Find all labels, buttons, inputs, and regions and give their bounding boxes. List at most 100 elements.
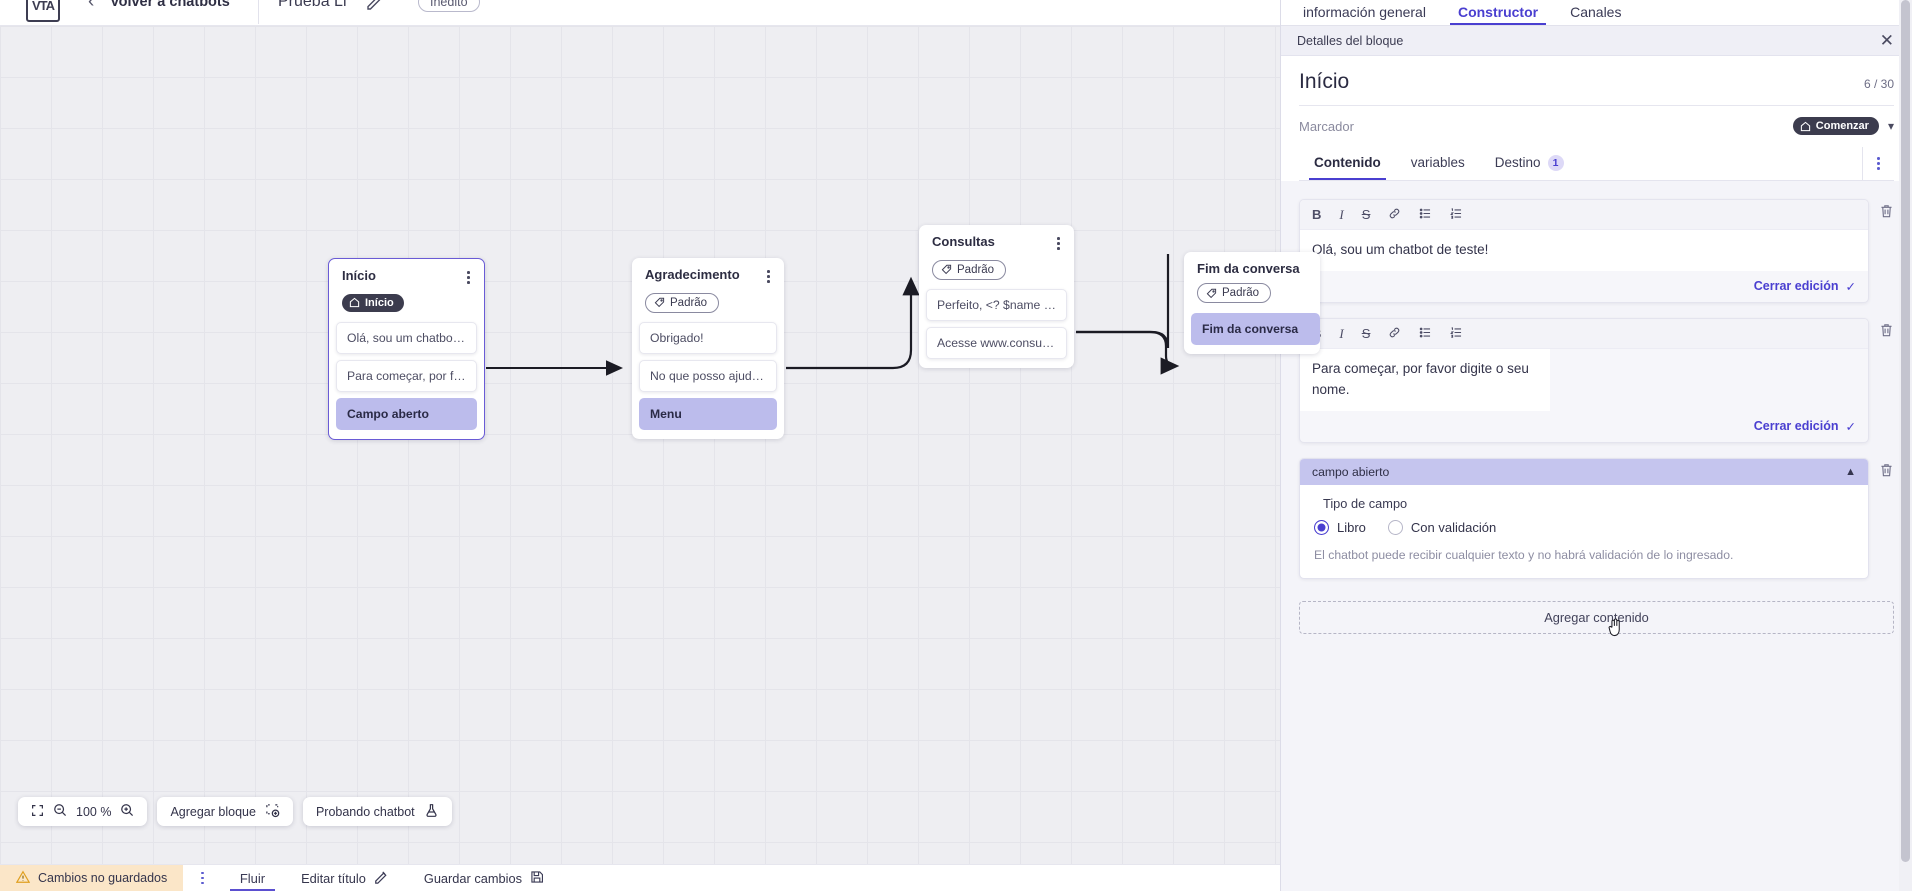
node-badge-default: Padrão <box>1197 283 1272 303</box>
save-changes-button[interactable]: Guardar cambios <box>406 870 562 887</box>
tab-canales[interactable]: Canales <box>1570 4 1622 20</box>
close-icon[interactable]: ✕ <box>1879 31 1894 50</box>
rich-text-editor[interactable]: B I S <box>1299 317 1869 443</box>
check-icon[interactable]: ✓ <box>1845 419 1856 434</box>
zoom-in-icon[interactable] <box>120 803 134 820</box>
link-icon[interactable] <box>1388 207 1401 222</box>
bullet-list-icon[interactable] <box>1419 326 1432 341</box>
test-chatbot-button[interactable]: Probando chatbot <box>302 797 452 826</box>
fit-screen-icon[interactable] <box>31 804 44 820</box>
field-help-text: El chatbot puede recibir cualquier texto… <box>1314 547 1734 562</box>
open-field-label: campo abierto <box>1312 464 1390 479</box>
node-item-message[interactable]: Perfeito, <? $name ?>! <box>926 289 1067 322</box>
strikethrough-icon[interactable]: S <box>1361 207 1371 223</box>
tab-constructor[interactable]: Constructor <box>1444 4 1552 25</box>
close-edit-link[interactable]: Cerrar edición <box>1753 419 1839 434</box>
node-menu-kebab-icon[interactable] <box>765 267 772 286</box>
edit-title-pencil-icon[interactable] <box>366 0 382 15</box>
rich-text-editor[interactable]: B I S <box>1299 199 1869 303</box>
node-item-action[interactable]: Fim da conversa <box>1191 312 1320 345</box>
node-item-action[interactable]: Menu <box>639 398 777 431</box>
delete-block-icon[interactable] <box>1879 199 1894 223</box>
marker-value-pill[interactable]: Comenzar <box>1792 117 1879 135</box>
marker-control[interactable]: Comenzar ▾ <box>1792 117 1894 135</box>
check-icon[interactable]: ✓ <box>1845 279 1856 294</box>
divider <box>1299 105 1894 106</box>
close-edit-link[interactable]: Cerrar edición <box>1753 279 1839 294</box>
node-header: Consultas <box>919 234 1074 253</box>
zoom-controls[interactable]: 100 % <box>18 797 148 826</box>
node-title: Fim da conversa <box>1197 261 1300 276</box>
radio-option-libro[interactable]: Libro <box>1314 519 1366 535</box>
tag-icon <box>654 298 665 308</box>
zoom-out-icon[interactable] <box>53 803 67 820</box>
delete-block-icon[interactable] <box>1879 318 1894 342</box>
tab-destino[interactable]: Destino 1 <box>1480 148 1579 180</box>
node-title: Agradecimento <box>645 267 740 282</box>
edit-title-button[interactable]: Editar título <box>283 870 406 887</box>
editor-text[interactable]: Para começar, por favor digite o seu nom… <box>1300 348 1550 411</box>
panel-subtitle: Detalles del bloque <box>1297 33 1404 48</box>
panel-scrollbar[interactable] <box>1899 0 1912 891</box>
radio-option-con-validacion[interactable]: Con validación <box>1387 519 1496 535</box>
numbered-list-icon[interactable] <box>1450 326 1463 341</box>
numbered-list-icon[interactable] <box>1450 207 1463 222</box>
node-menu-kebab-icon[interactable] <box>1055 234 1062 253</box>
delete-field-icon[interactable] <box>1879 458 1894 482</box>
status-kebab-icon[interactable] <box>183 871 222 885</box>
italic-icon[interactable]: I <box>1339 325 1344 341</box>
node-item-action[interactable]: Campo aberto <box>336 398 477 431</box>
node-item-message[interactable]: Para começar, por favor digite o ... <box>336 360 477 393</box>
node-item-list: Obrigado! No que posso ajudar, <? $name … <box>632 322 784 431</box>
flow-node-fim-da-conversa[interactable]: Fim da conversa Padrão Fim da conversa <box>1184 252 1320 354</box>
home-icon <box>349 297 360 308</box>
back-chevron-icon[interactable]: ‹ <box>88 0 95 12</box>
node-item-message[interactable]: Olá, sou um chatbot de teste! <box>336 322 477 355</box>
scrollbar-thumb[interactable] <box>1901 0 1910 862</box>
radio-indicator[interactable] <box>1387 519 1403 535</box>
bullet-list-icon[interactable] <box>1419 207 1432 222</box>
link-icon[interactable] <box>1388 326 1401 341</box>
node-item-message[interactable]: No que posso ajudar, <? $name ... <box>639 360 777 393</box>
open-field-header[interactable]: campo abierto ▲ <box>1300 458 1868 485</box>
unsaved-changes-indicator: Cambios no guardados <box>0 864 184 891</box>
radio-indicator[interactable] <box>1314 519 1329 535</box>
flow-node-consultas[interactable]: Consultas Padrão Perfeito, <? $name ?>! … <box>919 225 1074 369</box>
panel-overflow-kebab-icon[interactable] <box>1862 147 1894 181</box>
node-menu-kebab-icon[interactable] <box>465 268 472 287</box>
add-content-button[interactable]: Agregar contenido <box>1299 601 1894 637</box>
italic-icon[interactable]: I <box>1339 207 1344 223</box>
warning-icon <box>15 870 31 887</box>
node-badge-row: Padrão <box>1184 276 1320 304</box>
editor-text[interactable]: Olá, sou um chatbot de teste! <box>1300 230 1868 271</box>
flow-node-inicio[interactable]: Início Início Olá, sou um chatbot de tes… <box>328 258 485 441</box>
add-block-icon <box>265 803 280 821</box>
top-divider <box>258 0 259 24</box>
panel-header-card: Início 6 / 30 Marcador Comenzar ▾ <box>1281 56 1912 182</box>
strikethrough-icon[interactable]: S <box>1361 325 1371 341</box>
field-block-row: campo abierto ▲ Tipo de campo Libro <box>1299 457 1894 580</box>
panel-title-row: Início 6 / 30 <box>1299 70 1894 94</box>
editor-footer: Cerrar edición ✓ <box>1300 411 1868 442</box>
chevron-down-icon[interactable]: ▾ <box>1887 119 1894 133</box>
node-item-message[interactable]: Obrigado! <box>639 322 777 355</box>
tab-informacion-general[interactable]: información general <box>1303 4 1426 20</box>
node-title: Início <box>342 268 376 283</box>
node-item-list: Olá, sou um chatbot de teste! Para começ… <box>329 322 484 431</box>
flow-node-agradecimento[interactable]: Agradecimento Padrão Obrigado! No que po… <box>632 258 784 440</box>
tab-contenido[interactable]: Contenido <box>1299 148 1396 181</box>
back-to-chatbots-link[interactable]: Volver a chatbots <box>110 0 230 10</box>
tab-variables[interactable]: variables <box>1410 155 1465 171</box>
panel-tabs: información general Constructor Canales <box>1281 0 1912 26</box>
node-badge-row: Padrão <box>919 253 1074 281</box>
panel-subheader: Detalles del bloque ✕ <box>1281 26 1912 56</box>
home-icon <box>1800 121 1810 131</box>
node-item-message[interactable]: Acesse www.consultas.com par... <box>926 327 1067 360</box>
marker-row: Marcador Comenzar ▾ <box>1299 106 1894 147</box>
add-block-button[interactable]: Agregar bloque <box>157 797 293 826</box>
open-field-card[interactable]: campo abierto ▲ Tipo de campo Libro <box>1299 457 1869 580</box>
mouse-cursor-icon <box>1608 618 1621 637</box>
bold-icon[interactable]: B <box>1312 207 1322 223</box>
chevron-up-icon[interactable]: ▲ <box>1845 465 1856 478</box>
tab-fluir[interactable]: Fluir <box>222 865 283 891</box>
